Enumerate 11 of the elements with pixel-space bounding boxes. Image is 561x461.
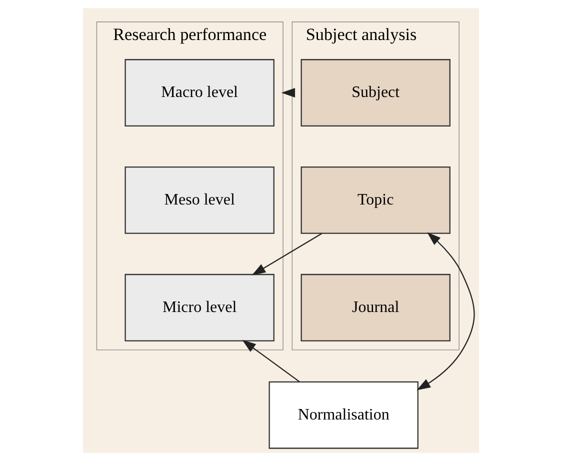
arrow [251, 232, 322, 276]
node-box: Subject [300, 59, 450, 126]
arrow [416, 232, 474, 390]
node-box: Meso level [124, 166, 274, 234]
arrow [280, 88, 295, 98]
node-box: Topic [300, 166, 450, 234]
arrow [242, 340, 300, 382]
node-box: Macro level [124, 59, 274, 126]
node-box: Micro level [124, 274, 274, 342]
node-box: Normalisation [268, 381, 418, 449]
node-box: Journal [300, 274, 450, 342]
